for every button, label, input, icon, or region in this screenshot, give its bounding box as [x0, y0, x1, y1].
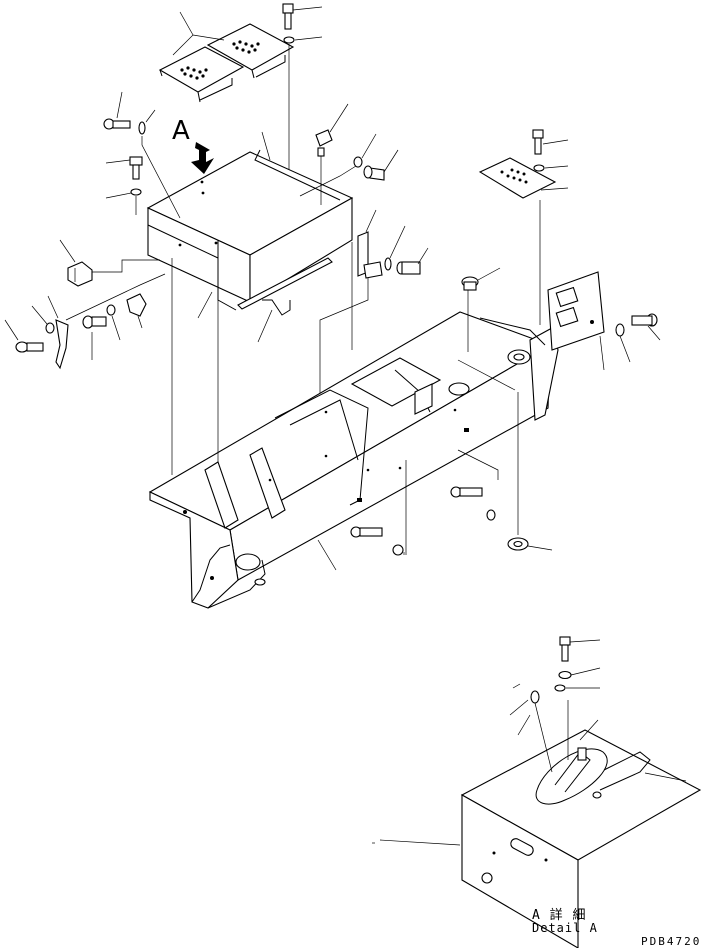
- detail-caption-en: Detail A: [532, 921, 598, 935]
- top-bolt: [282, 3, 323, 205]
- rubber-block: [59, 239, 160, 287]
- view-arrow: [191, 142, 214, 174]
- right-top-plate: [478, 129, 569, 199]
- grommet-top: [461, 267, 501, 291]
- cover-plates-leader: [172, 11, 225, 56]
- latch-parts: [4, 273, 166, 370]
- side-panel-right: [547, 271, 661, 371]
- detail-a: [372, 636, 702, 948]
- lower-bolt-center: [350, 526, 405, 556]
- view-letter-a: A: [172, 116, 190, 146]
- left-bolt-upper: [103, 91, 181, 219]
- main-frame: [148, 311, 559, 609]
- cover-plate-left: [158, 46, 245, 103]
- cover-plate-right: [206, 23, 295, 79]
- bracket-upright: [319, 209, 429, 440]
- bracket-small: [299, 133, 399, 197]
- lower-bolt-right: [450, 486, 496, 521]
- detail-caption-jp: A 詳 細: [532, 908, 587, 923]
- drawing-code: PDB4720: [641, 935, 702, 948]
- clip: [315, 103, 349, 205]
- lower-grommet: [507, 537, 553, 551]
- leader-lines: [171, 200, 541, 555]
- left-bolt-mid: [105, 156, 143, 215]
- box-assembly: [146, 131, 354, 343]
